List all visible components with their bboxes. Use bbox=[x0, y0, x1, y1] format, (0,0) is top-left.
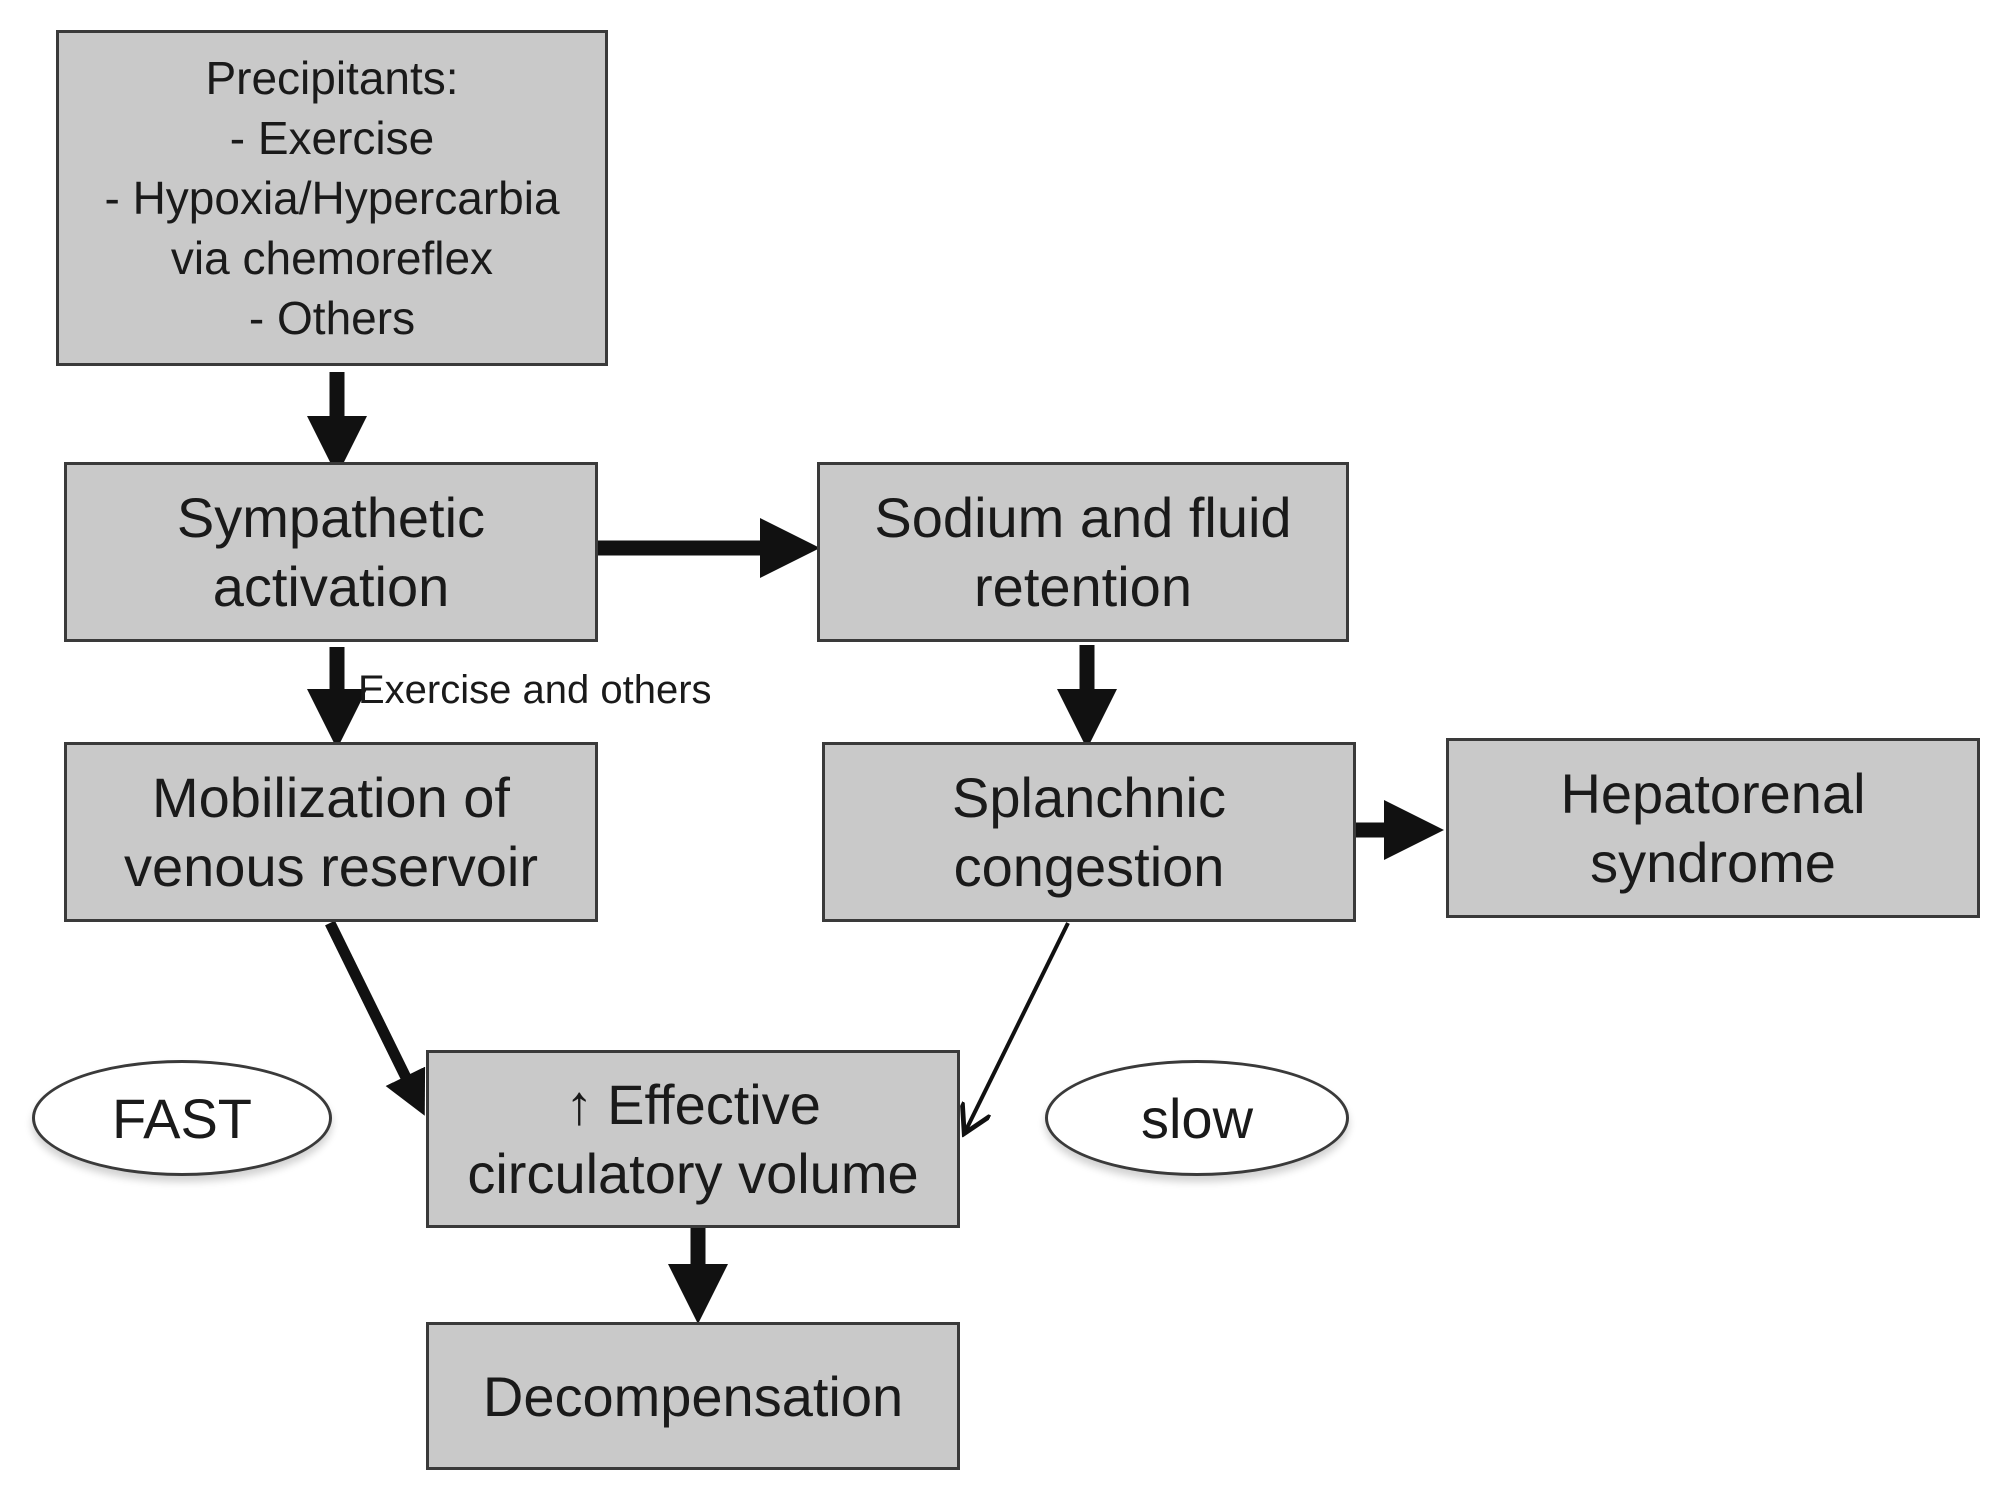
effective-line: ↑Effective bbox=[565, 1070, 821, 1139]
hepatorenal-syndrome-box: Hepatorenal syndrome bbox=[1446, 738, 1980, 918]
sodium-line: Sodium and fluid bbox=[874, 486, 1292, 549]
effective-line: circulatory volume bbox=[467, 1142, 919, 1205]
mobilization-line: Mobilization of bbox=[152, 766, 510, 829]
precipitants-line: - Others bbox=[248, 292, 416, 344]
splanchnic-congestion-box: Splanchnic congestion bbox=[822, 742, 1356, 922]
precipitants-box: Precipitants: - Exercise - Hypoxia/Hyper… bbox=[56, 30, 608, 366]
arrow-mobilization-to-effective bbox=[325, 920, 426, 1116]
slow-label: slow bbox=[1140, 1086, 1254, 1150]
precipitants-line: via chemoreflex bbox=[170, 232, 494, 284]
splanchnic-line: congestion bbox=[953, 835, 1225, 898]
hepatorenal-line: Hepatorenal bbox=[1560, 762, 1866, 825]
sympathetic-line: activation bbox=[212, 555, 450, 618]
slow-oval: slow bbox=[1045, 1060, 1349, 1176]
hepatorenal-line: syndrome bbox=[1590, 831, 1836, 894]
fast-label: FAST bbox=[111, 1086, 253, 1150]
decompensation-box: Decompensation bbox=[426, 1322, 960, 1470]
sympathetic-line: Sympathetic bbox=[176, 486, 486, 549]
arrow-splanchnic-to-effective bbox=[966, 922, 1070, 1130]
mobilization-box: Mobilization of venous reservoir bbox=[64, 742, 598, 922]
sympathetic-activation-box: Sympathetic activation bbox=[64, 462, 598, 642]
precipitants-line: - Exercise bbox=[229, 112, 435, 164]
fast-oval: FAST bbox=[32, 1060, 332, 1176]
precipitants-line: Precipitants: bbox=[205, 52, 459, 104]
splanchnic-line: Splanchnic bbox=[952, 766, 1226, 829]
effective-volume-box: ↑Effective circulatory volume bbox=[426, 1050, 960, 1228]
exercise-and-others-label: Exercise and others bbox=[358, 668, 712, 712]
mobilization-line: venous reservoir bbox=[124, 835, 538, 898]
sodium-line: retention bbox=[974, 555, 1192, 618]
effective-word: Effective bbox=[607, 1073, 821, 1136]
sodium-retention-box: Sodium and fluid retention bbox=[817, 462, 1349, 642]
precipitants-line: - Hypoxia/Hypercarbia bbox=[104, 172, 560, 224]
decompensation-line: Decompensation bbox=[482, 1364, 904, 1428]
up-arrow-icon: ↑ bbox=[565, 1073, 594, 1136]
